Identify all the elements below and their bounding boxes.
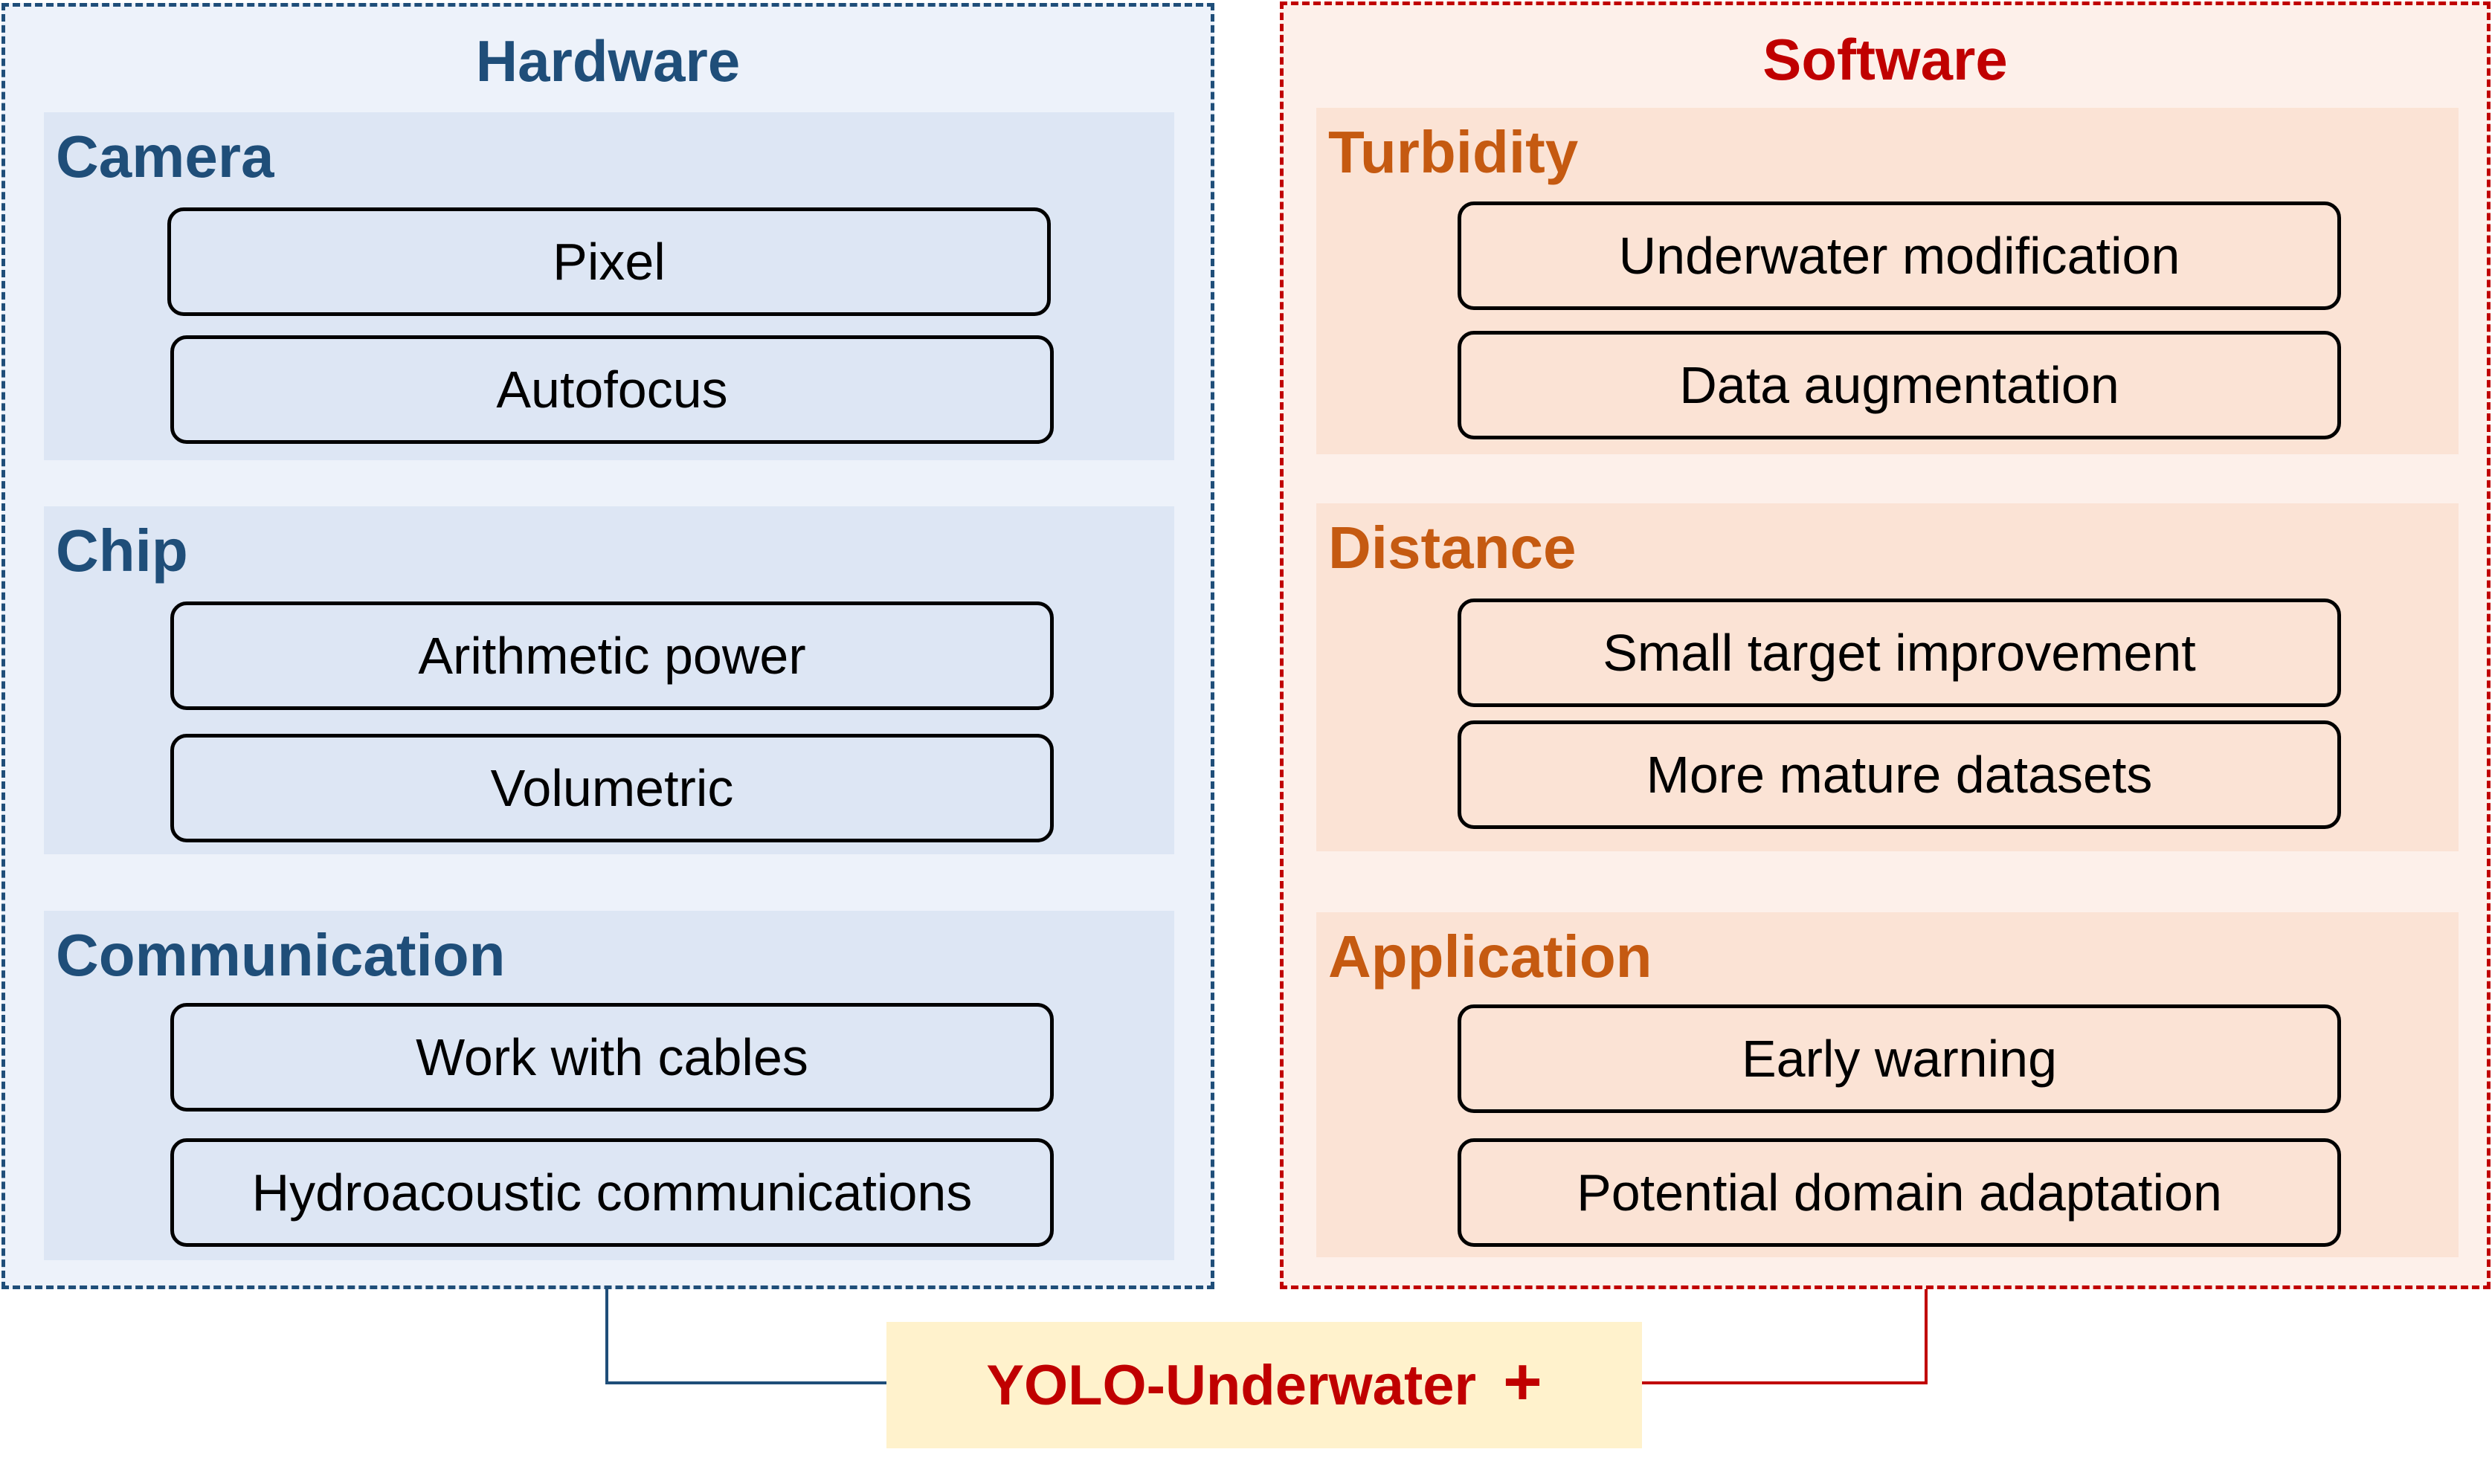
group-title-chip: Chip <box>56 517 188 584</box>
group-communication: Communication Work with cables Hydroacou… <box>44 911 1174 1260</box>
group-title-turbidity: Turbidity <box>1328 119 1579 185</box>
item-potential-domain-adaptation: Potential domain adaptation <box>1458 1138 2341 1247</box>
hardware-connector <box>605 1289 886 1384</box>
item-work-with-cables: Work with cables <box>170 1003 1054 1112</box>
item-small-target-improvement: Small target improvement <box>1458 599 2341 707</box>
item-volumetric: Volumetric <box>170 734 1054 842</box>
group-turbidity: Turbidity Underwater modification Data a… <box>1316 108 2459 454</box>
item-hydroacoustic-communications: Hydroacoustic communications <box>170 1138 1054 1247</box>
hardware-panel: Hardware Camera Pixel Autofocus Chip Ari… <box>1 3 1214 1289</box>
group-title-communication: Communication <box>56 922 506 988</box>
item-data-augmentation: Data augmentation <box>1458 331 2341 439</box>
software-panel: Software Turbidity Underwater modificati… <box>1280 1 2491 1289</box>
group-application: Application Early warning Potential doma… <box>1316 912 2459 1257</box>
item-underwater-modification: Underwater modification <box>1458 201 2341 310</box>
yolo-underwater-label: YOLO-Underwater <box>986 1353 1477 1417</box>
item-more-mature-datasets: More mature datasets <box>1458 720 2341 829</box>
group-camera: Camera Pixel Autofocus <box>44 112 1174 460</box>
item-early-warning: Early warning <box>1458 1004 2341 1113</box>
plus-icon: + <box>1503 1344 1542 1419</box>
item-arithmetic-power: Arithmetic power <box>170 601 1054 710</box>
group-title-application: Application <box>1328 923 1652 990</box>
item-autofocus: Autofocus <box>170 335 1054 444</box>
group-chip: Chip Arithmetic power Volumetric <box>44 506 1174 854</box>
item-pixel: Pixel <box>167 207 1051 316</box>
hardware-title: Hardware <box>475 28 741 94</box>
software-title: Software <box>1762 27 2008 92</box>
group-title-camera: Camera <box>56 123 274 190</box>
group-title-distance: Distance <box>1328 514 1577 581</box>
yolo-underwater-box: YOLO-Underwater + <box>886 1322 1642 1448</box>
software-connector <box>1642 1289 1928 1384</box>
group-distance: Distance Small target improvement More m… <box>1316 503 2459 851</box>
